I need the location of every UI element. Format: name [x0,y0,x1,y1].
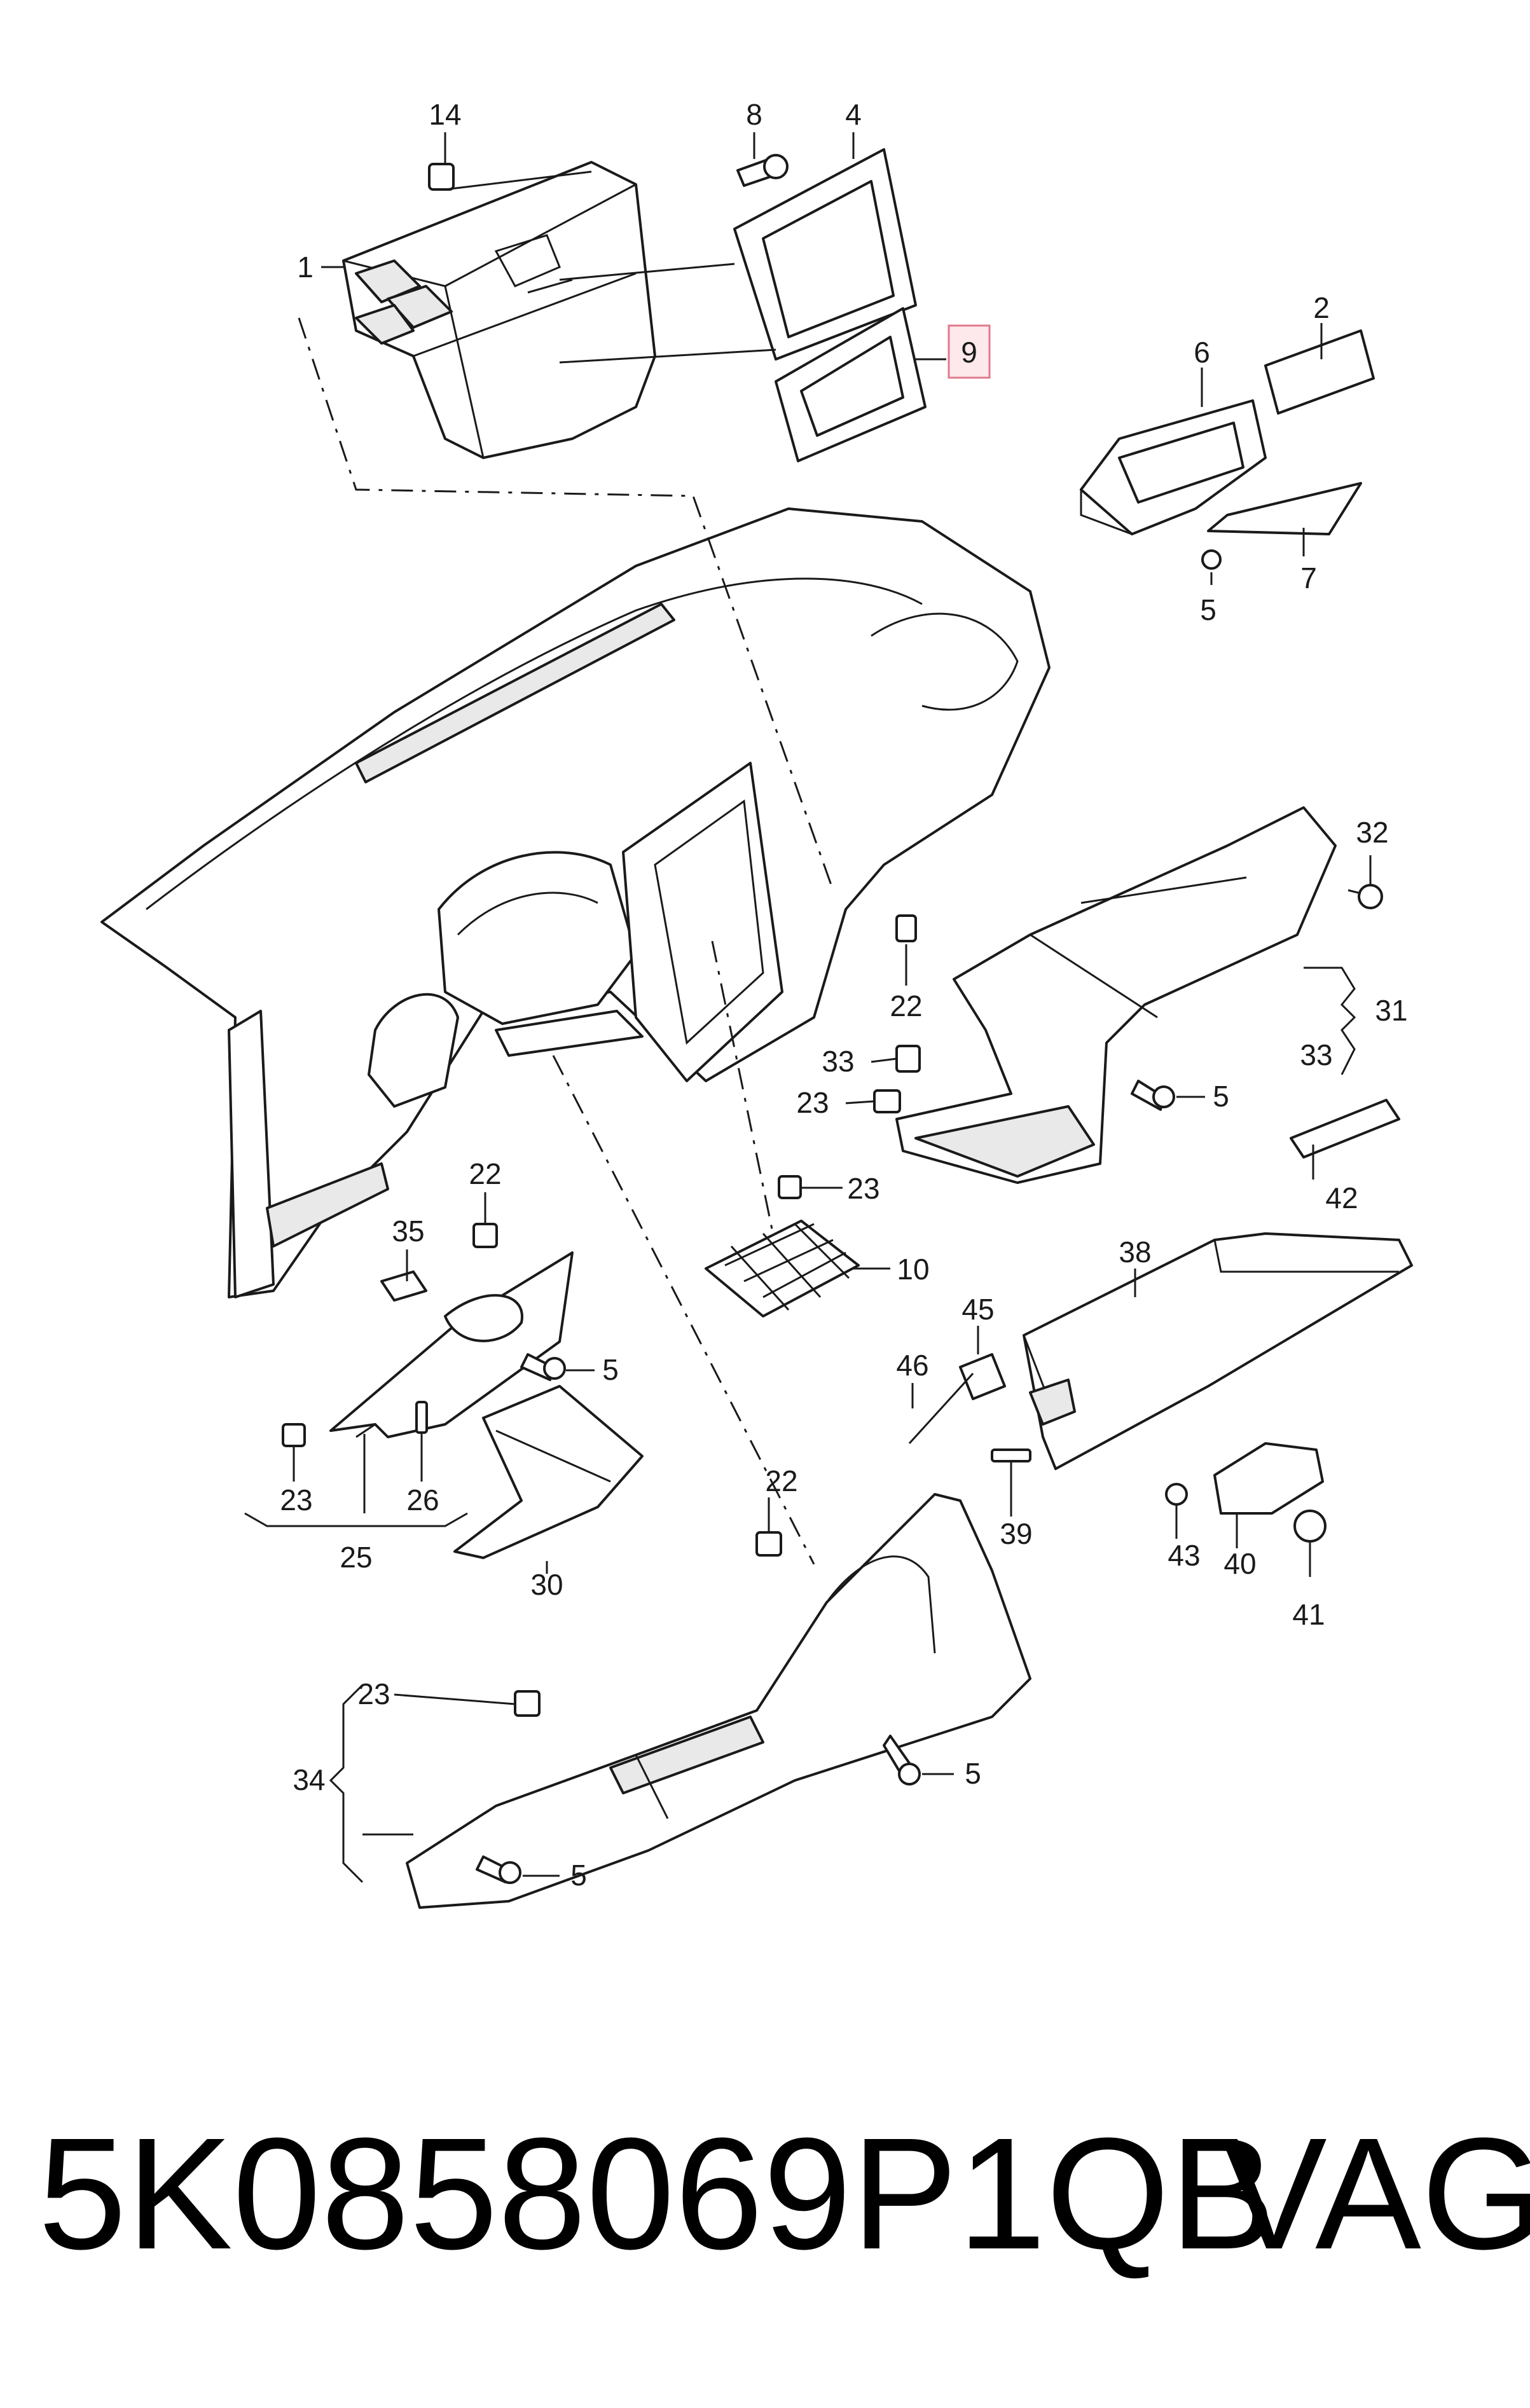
part-5-screw-c[interactable] [520,1353,566,1381]
part-5-screw-e[interactable] [476,1855,521,1884]
part-39-pin[interactable] [991,1448,1031,1462]
callout-10[interactable]: 10 [897,1253,929,1286]
part-25-left-trim[interactable] [329,1251,574,1438]
callout-5-d[interactable]: 5 [965,1757,981,1790]
part-4-trim-frame-upper[interactable] [733,148,917,361]
part-9-highlight-box [948,324,991,379]
callout-8[interactable]: 8 [746,98,762,131]
part-9-trim-frame-lower[interactable] [775,307,927,462]
part-5-screw-b[interactable] [1131,1080,1175,1111]
callout-14[interactable]: 14 [429,98,461,131]
callout-33-b[interactable]: 33 [822,1045,854,1078]
callout-9[interactable]: 9 [961,336,977,369]
part-23-clip-c[interactable] [282,1423,306,1447]
callout-5-c[interactable]: 5 [602,1353,619,1386]
callout-46[interactable]: 46 [896,1349,928,1382]
part-40-latch[interactable] [1213,1442,1324,1515]
callout-32[interactable]: 32 [1356,816,1388,849]
callout-35[interactable]: 35 [392,1214,424,1248]
part-5-screw-a[interactable] [1201,549,1222,570]
callout-5-e[interactable]: 5 [570,1859,587,1892]
part-26-pin[interactable] [415,1401,428,1434]
part-41-knob[interactable] [1293,1510,1327,1543]
part-22-clip-b[interactable] [472,1223,498,1248]
part-7-lid[interactable] [1207,482,1362,535]
callout-1[interactable]: 1 [297,251,314,284]
callout-23-c[interactable]: 23 [280,1483,312,1517]
callout-25[interactable]: 25 [340,1541,372,1574]
callout-26[interactable]: 26 [406,1483,439,1517]
part-33-clip[interactable] [895,1045,921,1073]
part-34-lower-trim[interactable] [406,1493,1031,1909]
part-43-screw[interactable] [1165,1483,1188,1506]
callout-40[interactable]: 40 [1223,1547,1256,1580]
callout-leaders [293,132,1372,1877]
part-6-pocket-frame[interactable] [1080,399,1267,535]
callout-41[interactable]: 41 [1292,1598,1325,1631]
callout-22-b[interactable]: 22 [469,1157,501,1190]
part-22-clip-a[interactable] [895,914,917,942]
dashboard-panel[interactable] [100,507,1051,1298]
part-46-rod[interactable] [908,1372,974,1445]
callout-22-a[interactable]: 22 [890,989,922,1022]
callout-23-a[interactable]: 23 [796,1086,829,1119]
exploded-parts-diagram: 14 8 4 1 9 2 6 7 5 32 31 33 5 42 22 33 2… [100,98,1413,1909]
part-38-glovebox[interactable] [1023,1232,1413,1470]
callout-7[interactable]: 7 [1300,561,1317,595]
part-number-footer: 5K0858069P1QB VAG [38,2098,1530,2289]
part-23-clip-a[interactable] [873,1089,901,1113]
part-number: 5K0858069P1QB [38,2105,1276,2282]
part-32-clip[interactable] [1347,884,1383,909]
part-45-lock-bracket[interactable] [959,1353,1006,1400]
callout-42[interactable]: 42 [1325,1181,1358,1214]
part-31-right-trim[interactable] [895,806,1337,1184]
part-5-screw-d[interactable] [883,1735,921,1785]
callout-45[interactable]: 45 [961,1293,994,1326]
part-30-storage-tray[interactable] [453,1385,644,1559]
callout-5-b[interactable]: 5 [1213,1080,1229,1113]
callout-23-b[interactable]: 23 [847,1172,879,1205]
callout-39[interactable]: 39 [1000,1517,1032,1550]
callout-22-c[interactable]: 22 [765,1464,797,1497]
vendor-name: VAG [1221,2105,1530,2282]
callout-4[interactable]: 4 [845,98,862,131]
part-14-clip[interactable] [428,163,592,191]
part-8-screw[interactable] [736,154,789,187]
part-23-clip-d[interactable] [514,1690,541,1717]
part-10-net[interactable] [705,1220,860,1318]
part-1-radio-frame[interactable] [342,161,656,459]
callout-38[interactable]: 38 [1119,1235,1151,1269]
callout-30[interactable]: 30 [530,1568,563,1601]
part-2-cover-plate[interactable] [1264,329,1375,415]
callout-2[interactable]: 2 [1313,291,1330,324]
callout-43[interactable]: 43 [1168,1539,1200,1572]
part-23-clip-b[interactable] [778,1175,802,1199]
callout-6[interactable]: 6 [1194,336,1210,369]
callout-31[interactable]: 31 [1375,994,1407,1027]
callout-34[interactable]: 34 [293,1763,325,1796]
part-35-clip[interactable] [380,1270,427,1302]
part-42-cover-strip[interactable] [1290,1099,1400,1159]
callout-33-a[interactable]: 33 [1300,1038,1332,1071]
callout-5-a[interactable]: 5 [1200,593,1216,626]
callout-labels: 14 8 4 1 9 2 6 7 5 32 31 33 5 42 22 33 2… [280,98,1407,1892]
part-22-clip-c[interactable] [755,1531,782,1557]
callout-23-d[interactable]: 23 [357,1677,390,1710]
